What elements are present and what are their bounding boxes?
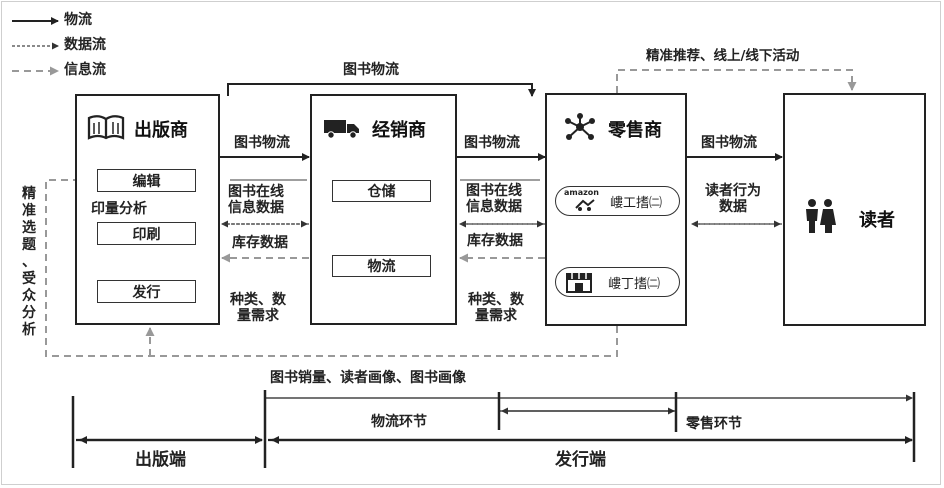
online-channel-label: 嶁工搘㈡ (610, 195, 663, 211)
open-book-icon (86, 112, 126, 146)
online-channel-pill: amazon 嶁工搘㈡ (555, 186, 680, 216)
ret-reader-books-label: 图书物流 (701, 135, 757, 151)
dist-ret-inventory-label: 库存数据 (467, 233, 523, 249)
print-step: 印刷 (97, 222, 196, 245)
print-analysis-label: 印量分析 (91, 201, 147, 217)
network-hub-icon (563, 112, 597, 146)
sales-portrait-label: 图书销量、读者画像、图书画像 (270, 370, 466, 386)
logistics-stage-label: 物流环节 (371, 414, 427, 430)
precision-recommend-label: 精准推荐、线上/线下活动 (646, 48, 800, 64)
retail-stage-label: 零售环节 (686, 416, 742, 432)
top-book-logistics-label: 图书物流 (343, 62, 399, 78)
publishing-end-label: 出版端 (135, 450, 186, 470)
issue-step: 发行 (97, 280, 196, 303)
dist-ret-online-data-label: 图书在线 信息数据 (466, 183, 522, 216)
pub-dist-online-data-label: 图书在线 信息数据 (228, 184, 284, 217)
pub-dist-inventory-label: 库存数据 (232, 235, 288, 251)
storage-step: 仓储 (332, 180, 431, 202)
legend-logistics-label: 物流 (64, 12, 92, 28)
dist-ret-demand-label: 种类、数 量需求 (468, 292, 524, 325)
truck-icon (323, 118, 361, 144)
left-feedback-label: 精 准 选 题 、 受 众 分 析 (22, 186, 36, 338)
people-icon (803, 198, 837, 238)
publisher-title: 出版商 (134, 120, 188, 141)
reader-behavior-label: 读者行为 数据 (705, 183, 761, 216)
amazon-brand-text: amazon (564, 188, 599, 197)
distribution-end-label: 发行端 (555, 450, 606, 470)
reader-title: 读者 (859, 210, 895, 231)
pub-dist-demand-label: 种类、数 量需求 (230, 292, 286, 325)
edit-step: 编辑 (97, 169, 196, 192)
offline-channel-pill: 嶁丁搘㈡ (555, 267, 680, 297)
delivery-icon (575, 199, 595, 211)
retailer-title: 零售商 (608, 120, 662, 141)
dist-logistics-step: 物流 (332, 255, 431, 277)
dist-ret-books-label: 图书物流 (464, 135, 520, 151)
offline-channel-label: 嶁丁搘㈡ (608, 276, 661, 292)
amazon-logo: amazon (564, 188, 600, 214)
pub-dist-books-label: 图书物流 (234, 135, 290, 151)
legend-data-label: 数据流 (64, 37, 106, 53)
top-book-logistics-arrow (227, 83, 536, 97)
legend-info-label: 信息流 (64, 62, 106, 78)
storefront-icon (566, 273, 592, 293)
distributor-title: 经销商 (372, 120, 426, 141)
